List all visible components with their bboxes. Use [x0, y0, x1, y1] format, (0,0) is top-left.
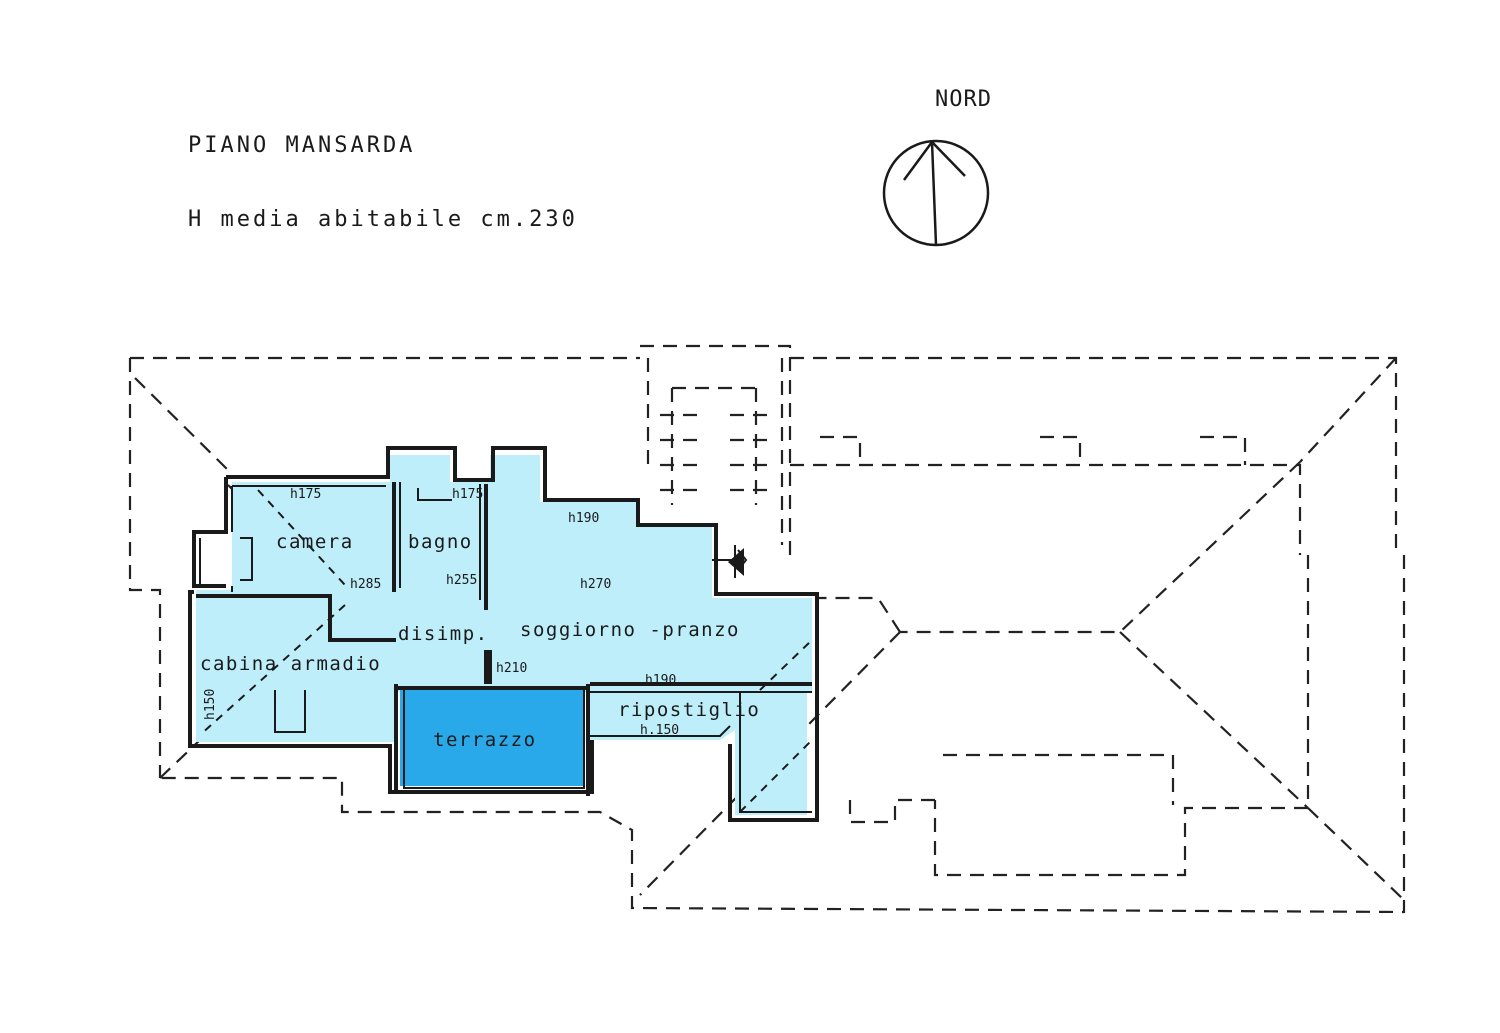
room-bagno-label: bagno	[408, 531, 473, 553]
interior-area	[196, 455, 812, 815]
compass-label: NORD	[935, 87, 992, 112]
plan-subtitle: H media abitabile cm.230	[188, 207, 578, 232]
height-bagno-bottom: h255	[446, 573, 477, 588]
height-soggiorno-mid: h270	[580, 577, 611, 592]
room-soggiorno-label: soggiorno -pranzo	[520, 619, 740, 641]
height-bagno-top: h175	[452, 487, 483, 502]
terrazzo-fill	[400, 686, 584, 786]
room-ripostiglio-label: ripostiglio	[618, 699, 760, 721]
room-camera-label: camera	[276, 531, 354, 553]
room-disimp-label: disimp.	[398, 623, 489, 645]
height-camera-top: h175	[290, 487, 321, 502]
height-cabina-side: h150	[203, 689, 218, 720]
north-compass-icon	[882, 139, 990, 247]
interior-fill	[196, 455, 812, 815]
height-corridor: h210	[496, 661, 527, 676]
height-soggiorno-top: h190	[568, 511, 599, 526]
height-ripostiglio-label: h.150	[640, 723, 679, 738]
room-cabina-label: cabina armadio	[200, 653, 381, 675]
entrance-arrow-icon	[728, 548, 744, 576]
walls	[188, 446, 819, 822]
height-camera-bottom: h285	[350, 577, 381, 592]
plan-title: PIANO MANSARDA	[188, 133, 416, 158]
room-terrazzo-label: terrazzo	[433, 729, 537, 751]
height-ripostiglio-top: h190	[645, 673, 676, 688]
